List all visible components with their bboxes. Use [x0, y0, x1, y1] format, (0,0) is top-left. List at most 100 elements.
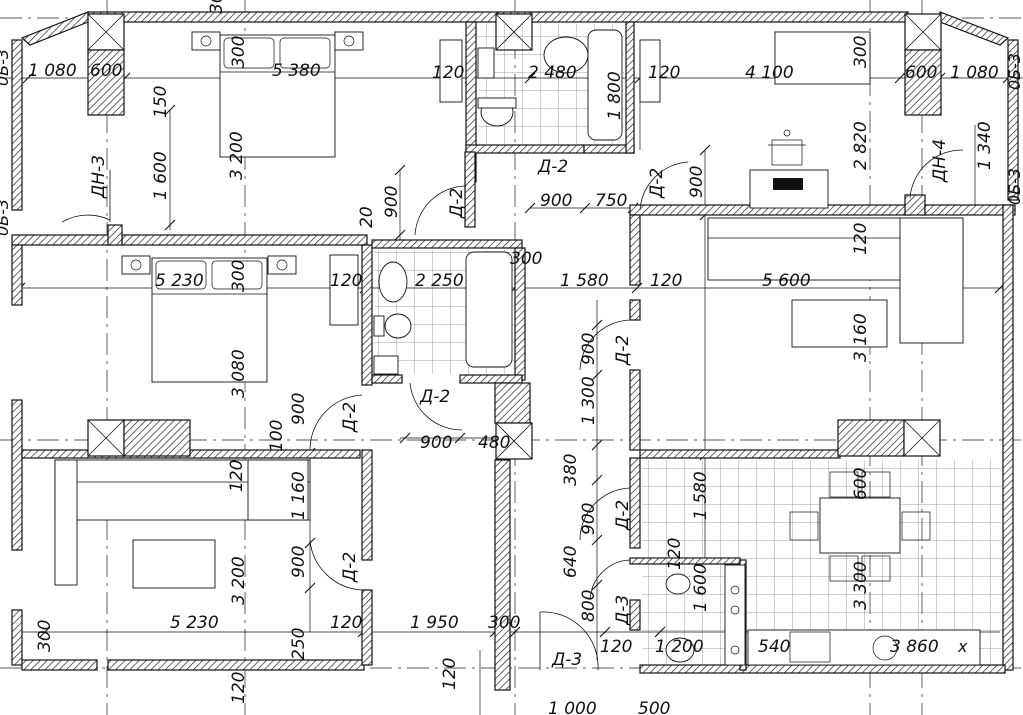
dim-300-c: 300	[35, 620, 55, 652]
dim-300-b: 300	[488, 613, 520, 633]
dim-3200-b: 3 200	[229, 556, 249, 605]
side-mark-d: 0Б-3	[1005, 168, 1023, 205]
column-mid-left	[87, 419, 191, 457]
door-d2-label-d: Д-2	[613, 335, 633, 366]
dim-bath2-120: 120	[330, 271, 362, 291]
dim-900-g: 900	[420, 433, 452, 453]
dim-top-4100: 4 100	[745, 63, 794, 83]
side-mark-a: 0Б-3	[0, 49, 12, 86]
dim-120-f: 120	[330, 613, 362, 633]
kitchen-counter	[724, 564, 981, 666]
columns	[87, 13, 942, 460]
dim-bath-120: 120	[648, 63, 680, 83]
dim-1000: 1 000	[548, 699, 597, 715]
dim-top-300: 300	[851, 36, 871, 68]
dim-120-g: 120	[600, 637, 632, 657]
door-d2-label-h: Д-2	[340, 552, 360, 583]
dim-bedroom1-width: 5 380	[272, 61, 321, 81]
bath-fixtures-2	[373, 251, 513, 375]
dim-900-e: 900	[579, 333, 599, 365]
column-top-left	[87, 13, 125, 116]
dim-top-left-b: 600	[90, 61, 122, 81]
dim-380: 380	[561, 454, 581, 486]
side-mark-b: 0Б-3	[0, 199, 12, 236]
dim-120-h: 120	[229, 672, 249, 704]
x-mark: x	[957, 637, 968, 656]
door-d2-label-f: Д-2	[340, 402, 360, 433]
dim-1300: 1 300	[579, 376, 599, 425]
dim-top-right-a: 600	[905, 63, 937, 83]
dim-bedroom1-wall: 300	[229, 36, 249, 68]
dim-250: 250	[289, 628, 309, 660]
bed-2	[121, 255, 297, 383]
doors	[61, 149, 964, 671]
dim-750: 750	[595, 191, 627, 211]
door-d2-label-g: Д-2	[613, 500, 633, 531]
dim-900-f: 900	[289, 393, 309, 425]
dim-150: 150	[151, 86, 171, 118]
dim-1200: 1 200	[655, 637, 704, 657]
dim-900-a: 900	[382, 186, 402, 218]
dim-1160: 1 160	[289, 471, 309, 520]
dim-540: 540	[758, 637, 790, 657]
dim-3300: 3 300	[851, 561, 871, 610]
dim-bath-2480: 2 480	[528, 63, 577, 83]
furniture	[54, 29, 981, 666]
dim-800: 800	[579, 590, 599, 622]
door-dn4-label: ДН-4	[930, 139, 950, 183]
bath-fixtures-3	[665, 573, 695, 663]
dim-5600: 5 600	[762, 271, 811, 291]
dim-bath2-2250: 2 250	[415, 271, 464, 291]
dim-bath-1800: 1 800	[605, 71, 625, 120]
dim-480: 480	[478, 433, 510, 453]
dim-500: 500	[638, 699, 670, 715]
dim-100: 100	[267, 420, 287, 452]
door-d3-label-b: Д-3	[551, 650, 582, 670]
door-d3-label-a: Д-3	[613, 595, 633, 626]
dim-600: 600	[851, 468, 871, 500]
dim-bedroom2-wall: 300	[229, 260, 249, 292]
dim-bedroom1-depth: 3 200	[227, 131, 247, 180]
side-mark-c: 0Б-3	[1005, 53, 1023, 90]
dim-bath2-300: 300	[510, 249, 542, 269]
dim-1600: 1 600	[151, 151, 171, 200]
dim-1950: 1 950	[410, 613, 459, 633]
sofa-right	[707, 217, 964, 348]
dim-640: 640	[561, 546, 581, 578]
dim-120-d: 120	[227, 460, 247, 492]
dim-1600-b: 1 600	[691, 563, 711, 612]
dim-120-i: 120	[440, 658, 460, 690]
column-mid-center	[495, 422, 533, 460]
dim-900-i: 900	[289, 546, 309, 578]
dim-1340: 1 340	[975, 121, 995, 170]
dim-30: 30	[207, 0, 227, 14]
door-dn3-label: ДН-3	[89, 155, 109, 199]
dim-120-c: 120	[851, 223, 871, 255]
column-top-right	[904, 13, 942, 116]
dim-900-c: 900	[687, 166, 707, 198]
dim-900-h: 900	[579, 503, 599, 535]
door-d2-label-a: Д-2	[537, 157, 568, 177]
dim-bedroom2-width: 5 230	[155, 271, 204, 291]
dim-2820: 2 820	[851, 121, 871, 170]
dim-1580: 1 580	[560, 271, 609, 291]
dim-3860: 3 860	[890, 637, 939, 657]
dim-bedroom2-depth: 3 080	[229, 349, 249, 398]
door-d2-label-e: Д-2	[419, 387, 450, 407]
door-d2-label-c: Д-2	[647, 168, 667, 199]
dim-5230-b: 5 230	[170, 613, 219, 633]
dim-3160: 3 160	[851, 313, 871, 362]
dim-1580-b: 1 580	[691, 471, 711, 520]
sofa-left	[54, 459, 311, 589]
dim-top-right-b: 1 080	[950, 63, 999, 83]
door-d2-label-b: Д-2	[447, 188, 467, 219]
dim-wc-120: 120	[432, 63, 464, 83]
dim-20: 20	[357, 206, 377, 228]
bath-fixtures-top	[477, 29, 623, 141]
dim-top-left-a: 1 080	[28, 61, 77, 81]
column-mid-right	[837, 419, 941, 457]
bed-1	[191, 31, 364, 158]
dim-900-b: 900	[540, 191, 572, 211]
